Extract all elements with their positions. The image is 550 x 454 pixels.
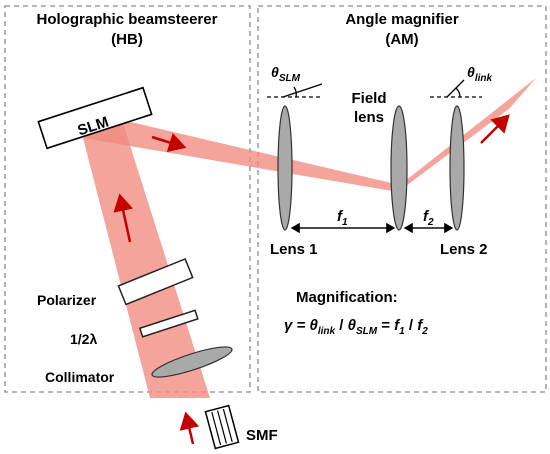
polarizer-plate [117,257,194,306]
field-lens-label-line2: lens [354,109,384,126]
lens-2-label: Lens 2 [440,241,488,258]
half-wave-label: 1/2λ [70,331,97,347]
lens-1-label: Lens 1 [270,241,318,258]
am-panel-box [257,5,547,393]
smf-fiber [204,404,240,450]
smf-label: SMF [246,427,278,444]
theta-link-ray-line [446,79,465,98]
am-title: Angle magnifier [345,11,459,28]
output-arrow-icon [480,114,510,144]
collimator-label: Collimator [45,369,115,385]
theta-link-label: θlink [467,64,492,84]
theta-slm-label: θSLM [271,64,301,84]
steered-beam [83,120,400,192]
input-arrow-icon [179,411,200,445]
magnification-equation: γ = θlink / θSLM = f1 / f2 [284,317,428,337]
hb-title: Holographic beamsteerer [37,11,218,28]
beam-up-arrow-icon [113,193,133,243]
theta-slm-ray-line [282,83,323,98]
collimator-lens [151,346,233,378]
lens-1 [277,105,293,231]
polarizer-label: Polarizer [37,292,97,308]
am-abbr: (AM) [385,31,418,48]
hb-abbr: (HB) [111,31,143,48]
theta-link-arc [455,87,461,98]
theta-slm-arc [293,86,297,98]
f2-label: f2 [423,208,434,228]
beam-right-arrow-icon [151,132,187,153]
f1-label: f1 [337,208,348,228]
lens-2 [449,105,465,231]
magnification-label: Magnification: [296,289,398,306]
field-lens [390,105,408,231]
half-wave-plate [138,309,199,338]
field-lens-label-line1: Field [351,90,386,107]
slm-device [37,86,153,150]
input-beam [83,120,210,398]
output-beam [398,78,536,192]
